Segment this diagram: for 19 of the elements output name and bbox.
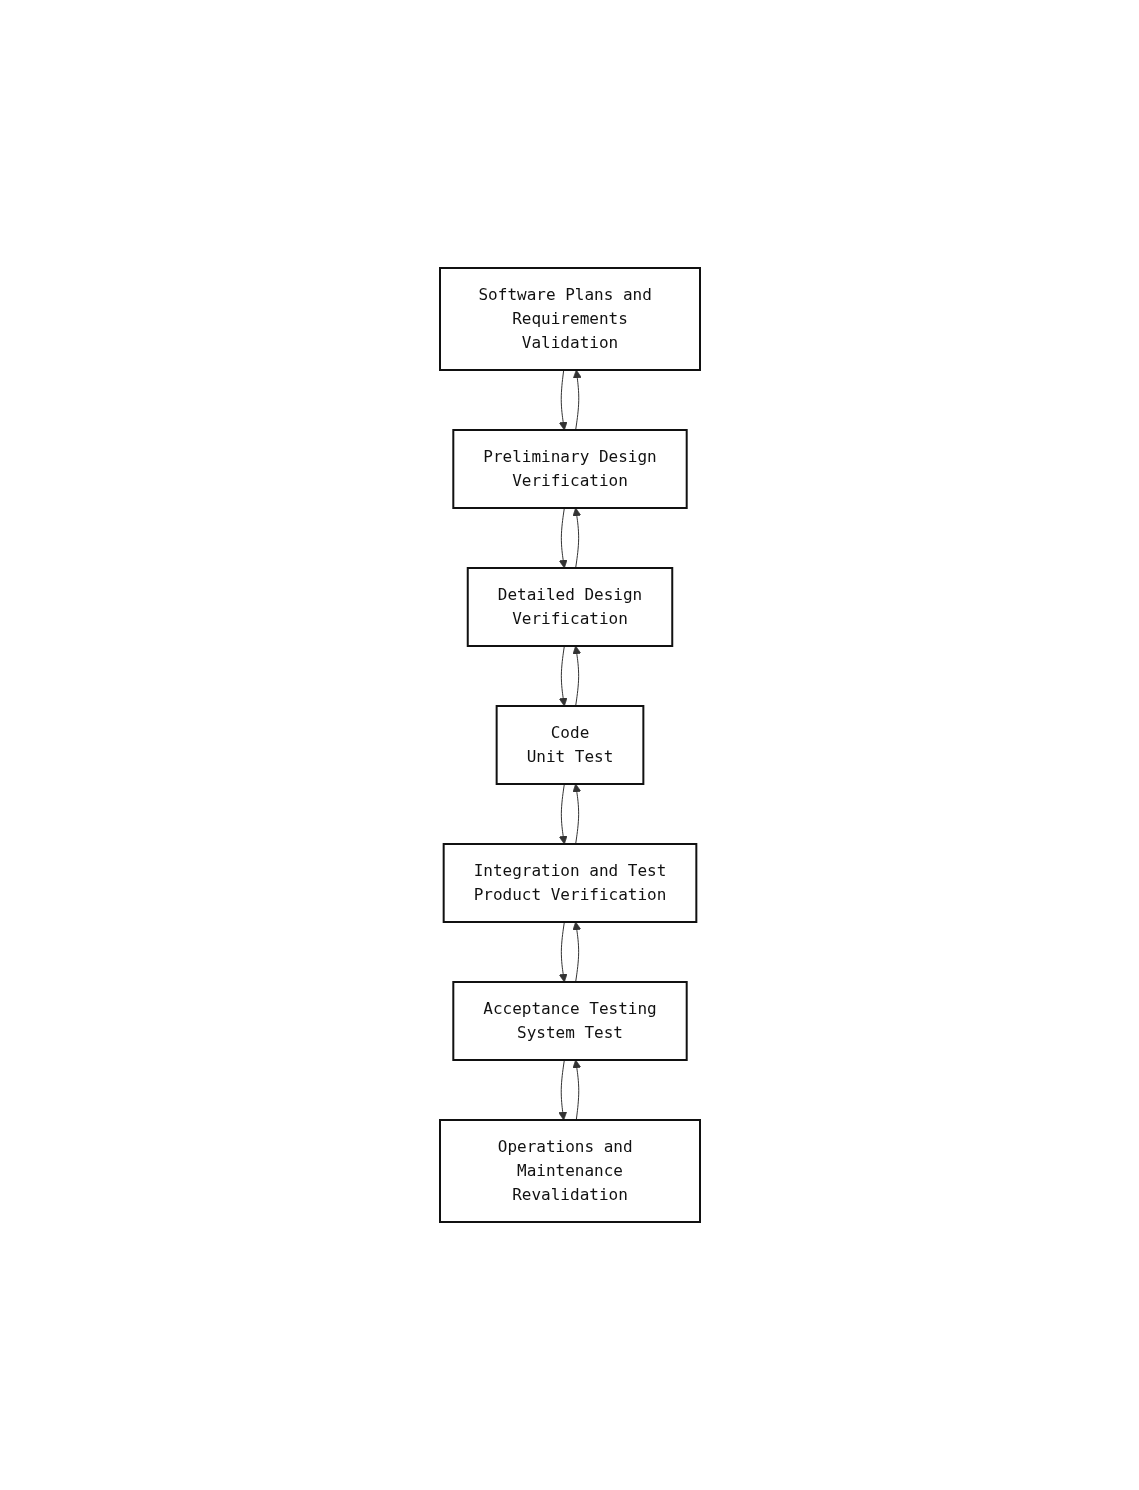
arrow — [571, 783, 581, 845]
node-box: Operations and Maintenance Revalidation — [438, 1119, 701, 1223]
arrow — [571, 921, 581, 983]
arrow — [571, 507, 581, 569]
arrow — [558, 369, 568, 431]
arrow — [558, 921, 568, 983]
node-box: Code Unit Test — [495, 705, 644, 785]
arrow — [558, 645, 568, 707]
arrow — [571, 1059, 581, 1121]
node-box: Integration and Test Product Verification — [442, 843, 697, 923]
node-box: Preliminary Design Verification — [451, 429, 688, 509]
arrow — [558, 783, 568, 845]
arrow — [572, 369, 582, 431]
node-box: Detailed Design Verification — [466, 567, 673, 647]
node-box: Software Plans and Requirements Validation — [438, 267, 701, 371]
arrow — [571, 645, 581, 707]
node-box: Acceptance Testing System Test — [451, 981, 688, 1061]
arrow — [558, 507, 568, 569]
arrow — [557, 1059, 567, 1121]
